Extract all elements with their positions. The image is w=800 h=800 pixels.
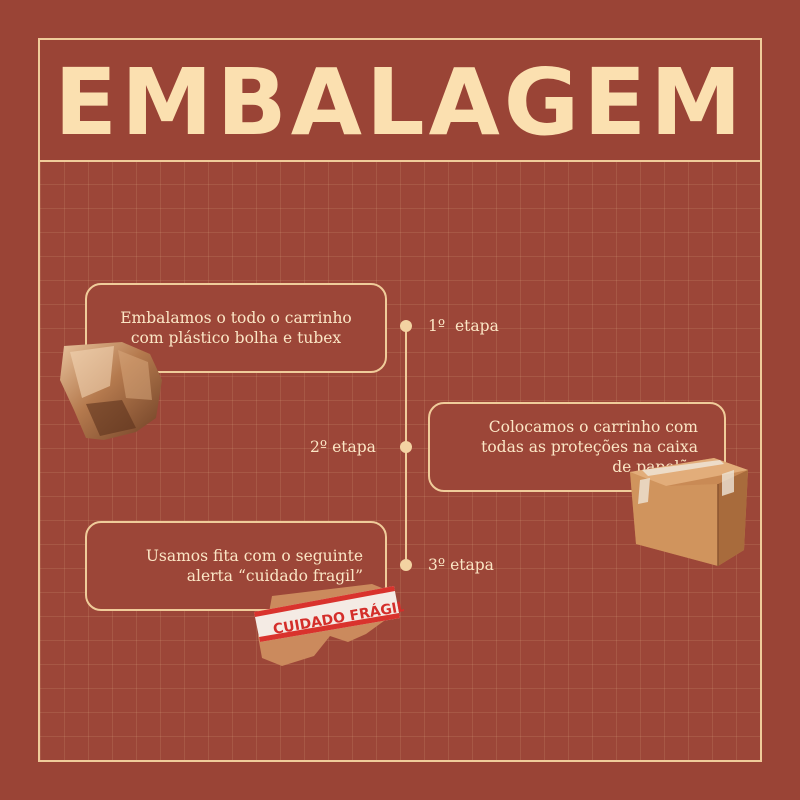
page-title: EMBALAGEM [54,49,746,156]
step-2-label: 2º etapa [310,438,376,456]
timeline-dot-1 [400,320,412,332]
timeline-dot-3 [400,559,412,571]
cardboard-box-photo [630,458,748,566]
header: EMBALAGEM [40,40,760,162]
timeline-dot-2 [400,441,412,453]
step-1-label: 1º etapa [428,317,499,335]
step-3-text: Usamos fita com o seguinte alerta “cuida… [145,547,363,585]
grid-frame: EMBALAGEM [38,38,762,762]
step-1-text: Embalamos o todo o carrinho com plástico… [120,309,352,347]
bubble-wrap-photo [60,342,162,440]
fragile-tape-photo: CUIDADO FRÁGIL [254,584,404,666]
step-3-label: 3º etapa [428,556,494,574]
